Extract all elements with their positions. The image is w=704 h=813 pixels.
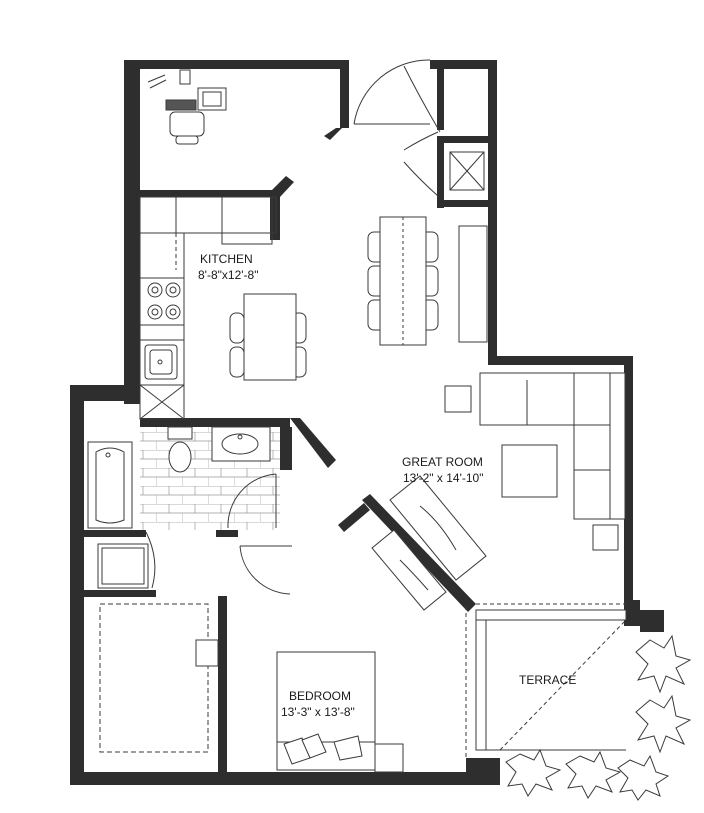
walls	[70, 60, 664, 785]
bed	[276, 651, 404, 773]
side-table-right	[592, 524, 619, 551]
terrace-label: TERRACE	[519, 673, 576, 687]
bedroom-size: 13'-3" x 13'-8"	[281, 705, 355, 719]
sectional-sofa	[479, 372, 626, 520]
side-table-left	[444, 385, 472, 413]
console-table	[458, 225, 488, 343]
bedroom-closet	[99, 603, 209, 753]
kitchen-size: 8'-8"x12'-8"	[198, 268, 258, 282]
tv-units	[371, 475, 487, 611]
bath-fixtures	[87, 426, 271, 529]
coffee-table	[501, 444, 558, 498]
angled-walls	[270, 128, 476, 612]
dining-table	[367, 216, 439, 346]
closet-header	[84, 590, 156, 597]
great-room-size: 13'-2" x 14'-10"	[403, 471, 483, 485]
bedroom-label: BEDROOM	[289, 689, 351, 703]
terrace	[465, 603, 627, 760]
desk-area	[147, 69, 227, 145]
laundry	[97, 543, 149, 589]
great-room-label: GREAT ROOM	[402, 455, 483, 469]
hvac-closet-cross-b	[449, 151, 485, 191]
kitchen-fixtures	[139, 196, 277, 420]
doors	[145, 59, 441, 595]
closet-shelf	[195, 639, 219, 667]
kitchen-table	[229, 293, 307, 381]
kitchen-label: KITCHEN	[200, 252, 253, 266]
plant-foliage	[505, 634, 692, 801]
